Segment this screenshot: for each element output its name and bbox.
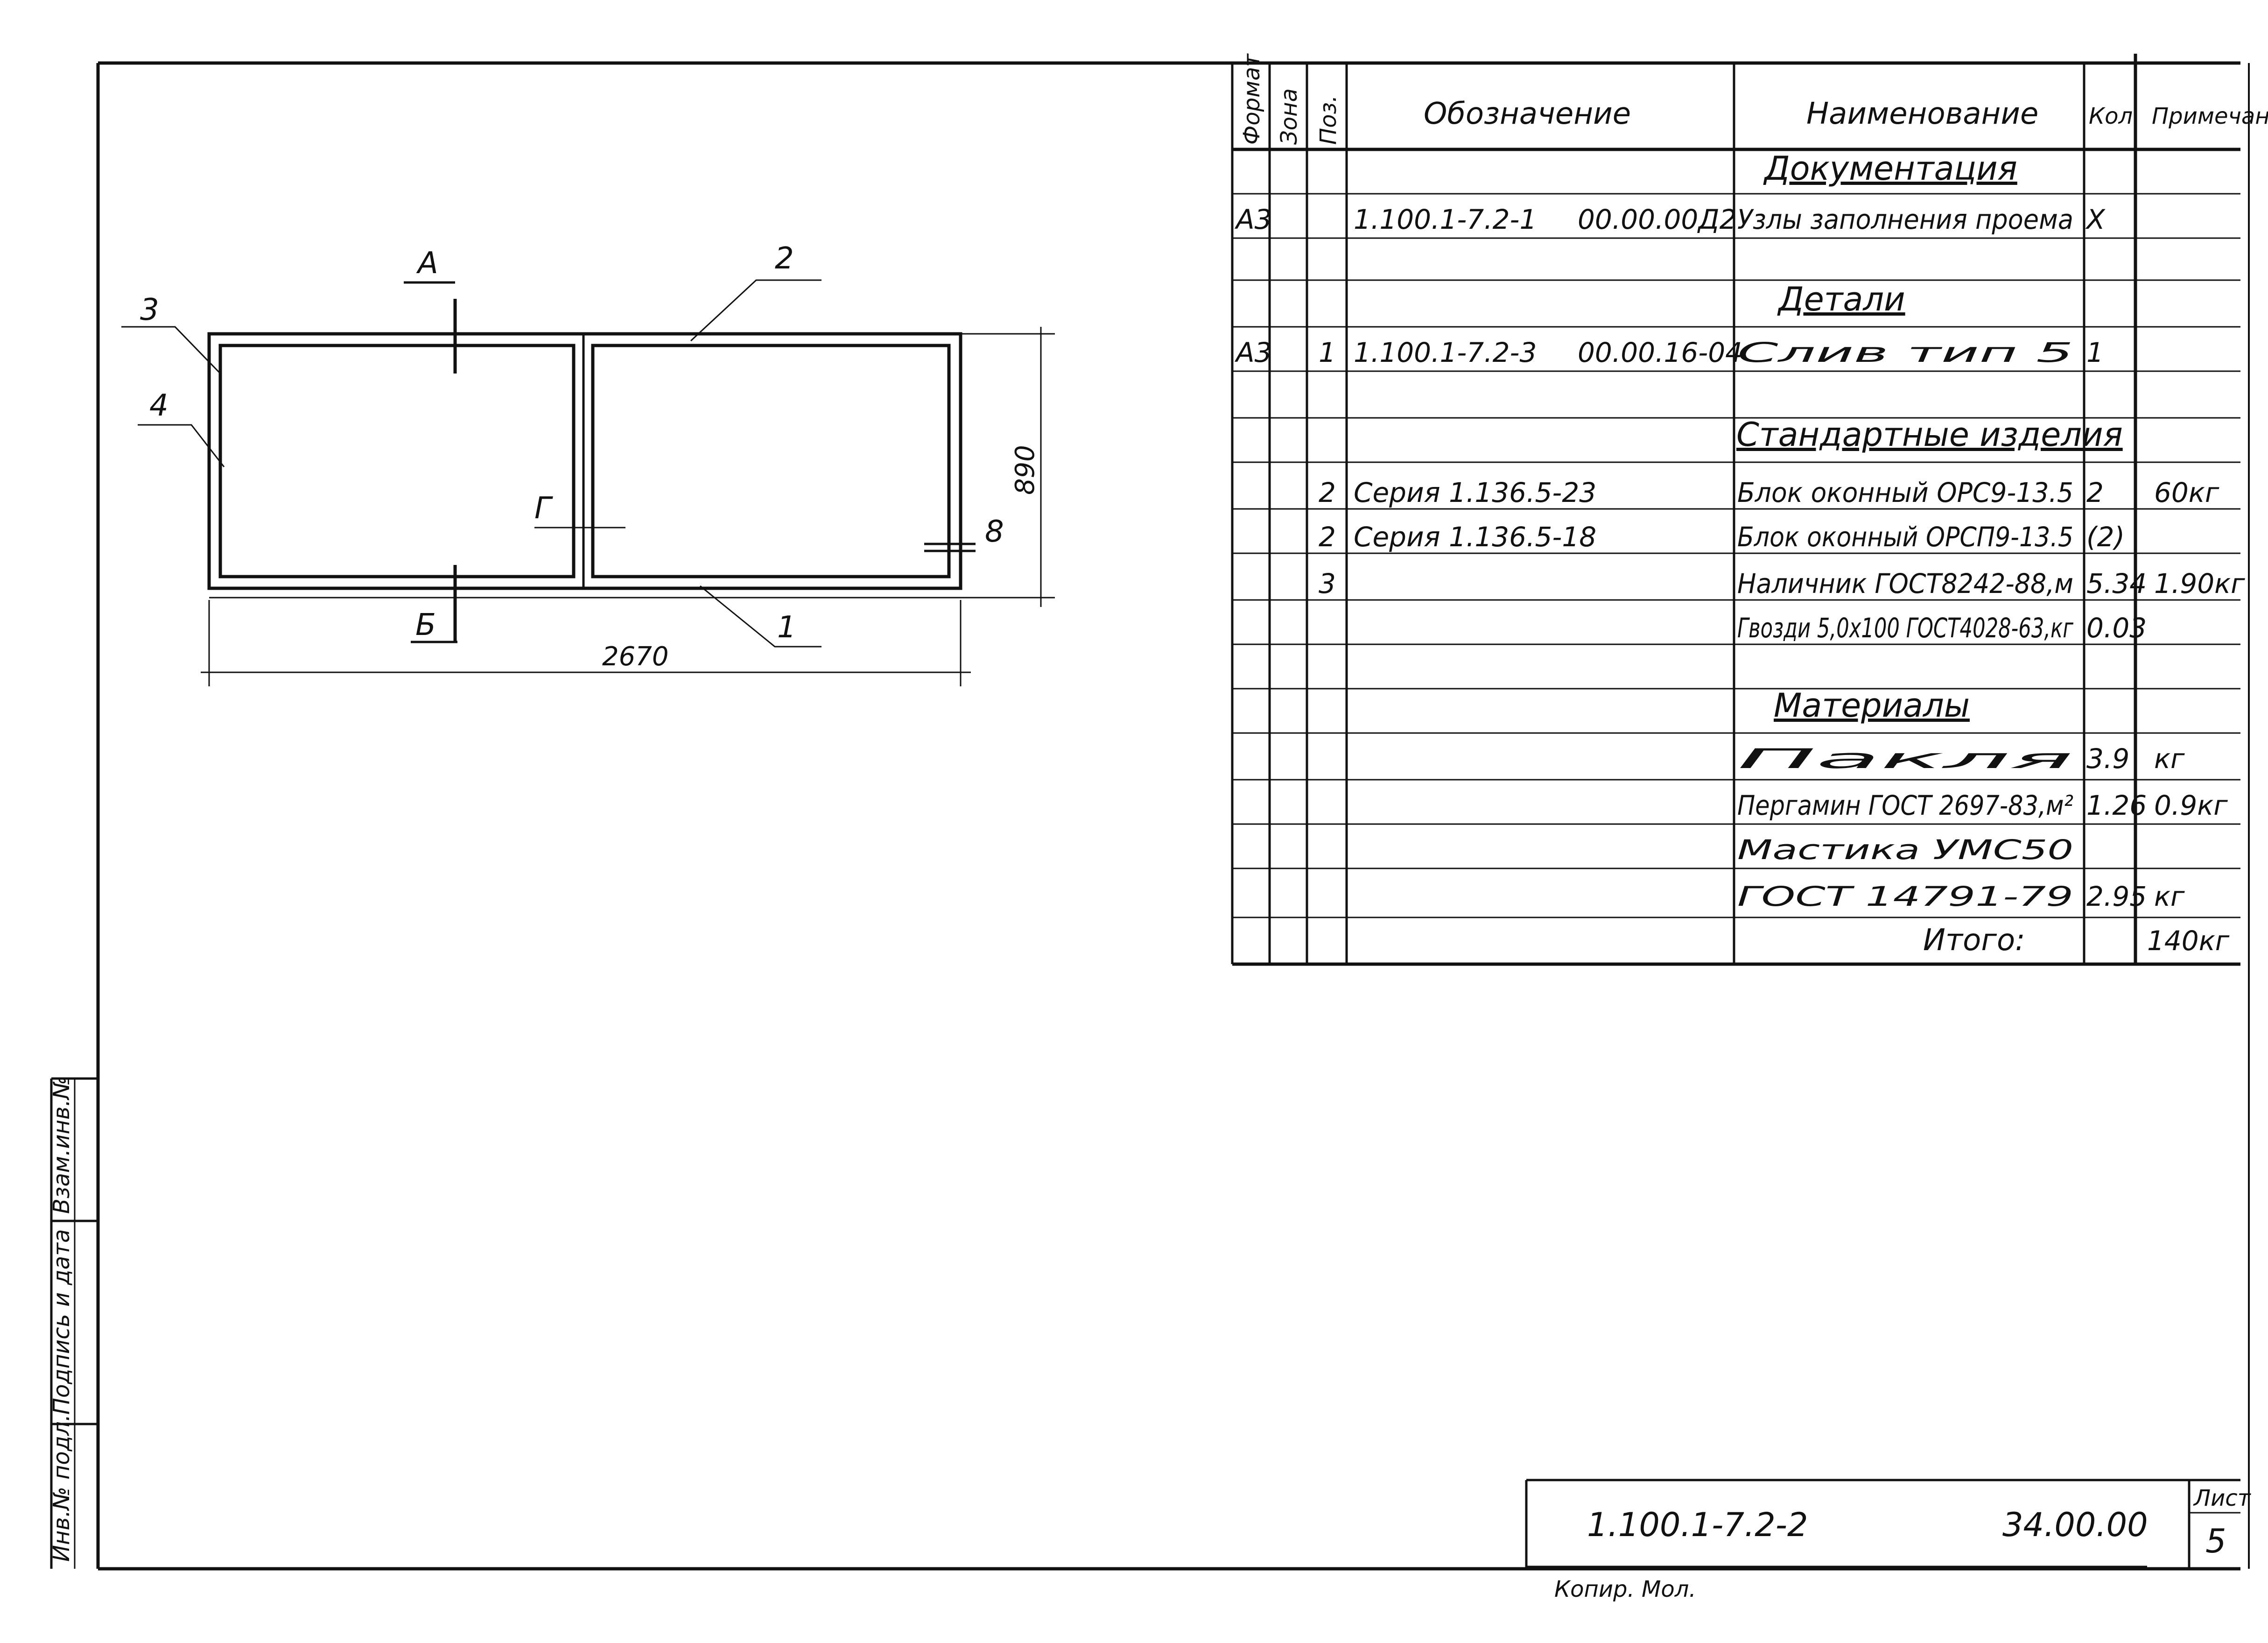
header-qty: Кол. [2089, 103, 2140, 129]
section-label-a: А [416, 246, 438, 281]
header-zone: Зона [1276, 88, 1302, 145]
table-cell-note: кг [2154, 881, 2185, 912]
table-cell-name: Пергамин ГОСТ 2697-83,м² [1737, 790, 2073, 821]
section-label-b: Б [415, 608, 436, 642]
table-cell-qty: 1.26 [2086, 790, 2147, 821]
header-pos: Поз. [1315, 95, 1341, 145]
table-cell-pos: 2 [1319, 521, 1336, 553]
dim-width: 2670 [602, 642, 669, 672]
table-cell-code: 00.00.00Д2 [1578, 204, 1737, 235]
table-cell-name: Гвозди 5,0х100 ГОСТ4028-63,кг [1737, 612, 2073, 644]
section-label-g: Г [534, 491, 553, 526]
table-cell-pos: 1 [1319, 337, 1336, 368]
table-cell-name: Блок оконный ОРСП9-13.5 [1737, 521, 2073, 553]
table-cell-qty: (2) [2086, 521, 2125, 553]
table-cell-designation: Серия 1.136.5-18 [1354, 521, 1596, 553]
title-sheet-num: 5 [2205, 1522, 2226, 1560]
table-cell-note: 60кг [2154, 477, 2219, 508]
pos-label-3: 3 [140, 293, 159, 327]
pos-label-4: 4 [149, 388, 169, 423]
header-designation: Обозначение [1424, 97, 1631, 131]
spec-table-rows [1232, 193, 2240, 918]
section-label-v: 8 [985, 515, 1004, 549]
title-code2: 34.00.00 [2002, 1506, 2148, 1544]
title-sheet-label: Лист [2193, 1485, 2252, 1511]
title-block [1525, 1479, 2240, 1569]
window-drawing [121, 279, 1055, 686]
title-block-text: 1.100.1-7.2-2 34.00.00 Лист 5 Копир. Мол… [1554, 1485, 2252, 1602]
title-doc-code: 1.100.1-7.2-2 [1587, 1506, 1808, 1544]
table-cell-qty: 1 [2086, 337, 2104, 368]
total-label: Итого: [1923, 923, 2025, 958]
side-stamp [50, 1077, 98, 1569]
side-stamp-labels: Инв.№ подл. Подпись и дата Взам.инв.№ [49, 1076, 75, 1562]
spec-table-header: Формат Зона Поз. Обозначение Наименовани… [1239, 53, 2268, 145]
table-cell-note: 0.9кг [2154, 790, 2228, 821]
dim-height: 890 [1010, 445, 1040, 495]
section-details: Детали [1777, 280, 1905, 318]
table-cell-format: А3 [1234, 204, 1272, 235]
section-standard: Стандартные изделия [1736, 416, 2123, 454]
pos-label-1: 1 [777, 610, 796, 645]
table-cell-qty: 5.34 [2086, 568, 2147, 599]
side-stamp-inv-label: Инв.№ подл. [49, 1414, 75, 1562]
table-cell-qty: 0.03 [2086, 612, 2147, 644]
header-name: Наименование [1806, 97, 2038, 131]
table-cell-qty: 2 [2086, 477, 2104, 508]
side-stamp-replace-label: Взам.инв.№ [49, 1076, 75, 1214]
side-stamp-sign-label: Подпись и дата [49, 1229, 75, 1415]
pos-label-2: 2 [775, 241, 794, 276]
total-value: 140кг [2147, 925, 2230, 957]
spec-table-grid [1231, 54, 2240, 966]
table-cell-name: Пакля [1737, 743, 2073, 775]
table-cell-note: 1.90кг [2154, 568, 2245, 599]
header-format: Формат [1239, 53, 1265, 145]
table-cell-note: кг [2154, 743, 2185, 775]
title-copied: Копир. Мол. [1554, 1576, 1696, 1602]
table-cell-qty: 3.9 [2086, 743, 2129, 775]
table-cell-name: ГОСТ 14791-79 [1737, 881, 2073, 912]
table-cell-designation: 1.100.1-7.2-1 [1354, 204, 1537, 235]
table-cell-pos: 3 [1319, 568, 1336, 599]
header-note: Приме­чание [2152, 103, 2268, 129]
table-cell-name: Слив тип 5 [1737, 337, 2073, 368]
spec-table-sections: Документация Детали Стандартные изделия … [1736, 149, 2123, 725]
section-materials: Материалы [1774, 686, 1970, 725]
section-documentation: Документация [1763, 149, 2017, 188]
table-cell-name: Блок оконный ОРС9-13.5 [1737, 477, 2073, 508]
table-cell-format: А3 [1234, 337, 1272, 368]
table-cell-name: Мастика УМС50 [1737, 834, 2073, 866]
table-cell-name: Узлы заполнения проема [1737, 204, 2073, 235]
drawing-labels: А Б Г 8 2 1 3 4 2670 890 [140, 241, 1040, 672]
table-cell-designation: 1.100.1-7.2-3 [1354, 337, 1537, 368]
table-cell-code: 00.00.16-04 [1578, 337, 1742, 368]
table-cell-designation: Серия 1.136.5-23 [1354, 477, 1596, 508]
table-cell-qty: X [2085, 204, 2106, 235]
table-cell-qty: 2.95 [2086, 881, 2147, 912]
table-cell-name: Наличник ГОСТ8242-88,м [1737, 568, 2073, 599]
table-cell-pos: 2 [1319, 477, 1336, 508]
